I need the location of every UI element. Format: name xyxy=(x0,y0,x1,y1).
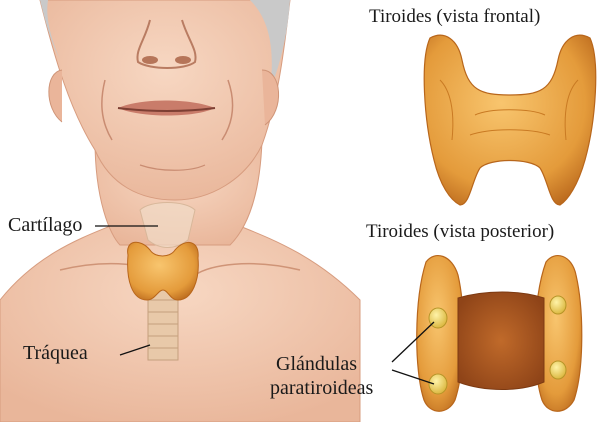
front-view-title: Tiroides (vista frontal) xyxy=(369,6,540,28)
parathyroid-label-line1: Glándulas xyxy=(276,353,357,376)
parathyroid-gland xyxy=(550,361,566,379)
trachea-label: Tráquea xyxy=(23,342,88,365)
thyroid-frontal-illustration xyxy=(424,35,596,205)
trachea-rings xyxy=(148,290,178,360)
cartilage-label: Cartílago xyxy=(8,214,82,237)
parathyroid-label-line2: paratiroideas xyxy=(270,377,373,400)
parathyroid-gland xyxy=(429,374,447,394)
back-view-title: Tiroides (vista posterior) xyxy=(366,221,554,243)
parathyroid-gland xyxy=(550,296,566,314)
thyroid-posterior-illustration xyxy=(417,256,582,412)
